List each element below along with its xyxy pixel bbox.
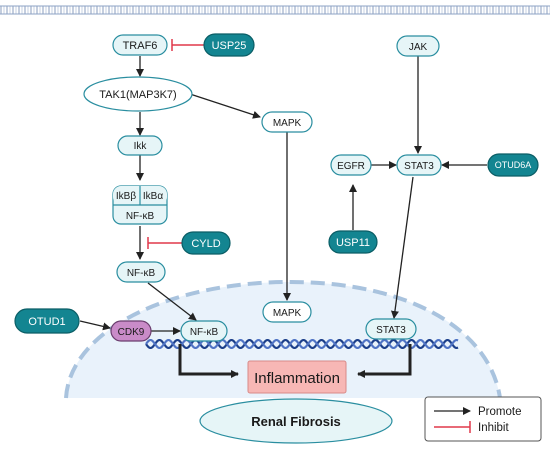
renal-fibrosis-label: Renal Fibrosis bbox=[251, 414, 341, 429]
otud1-node[interactable]: OTUD1 bbox=[14, 308, 80, 334]
egfr-node[interactable]: EGFR bbox=[330, 154, 372, 176]
edge-dna-inflammation-left bbox=[178, 344, 239, 378]
renal-fibrosis-node[interactable]: Renal Fibrosis bbox=[199, 398, 393, 444]
legend: Promote Inhibit bbox=[424, 396, 542, 442]
tak1-node[interactable]: TAK1(MAP3K7) bbox=[83, 76, 193, 112]
edge-otud1-cdk9 bbox=[79, 320, 111, 331]
stat3-nucleus-node[interactable]: STAT3 bbox=[365, 318, 417, 340]
traf6-node[interactable]: TRAF6 bbox=[112, 34, 168, 56]
nfkb-2-node[interactable]: NF-κB bbox=[116, 261, 166, 283]
nfkb-3-label: NF-κB bbox=[190, 327, 219, 338]
edges bbox=[79, 56, 487, 378]
mapk-nucleus-label: MAPK bbox=[273, 308, 302, 319]
legend-promote-label: Promote bbox=[478, 406, 521, 418]
otud6a-label: OTUD6A bbox=[495, 160, 532, 170]
ikb-complex[interactable]: IkBβ IkBα NF-κB bbox=[112, 185, 168, 225]
legend-inhibit-label: Inhibit bbox=[478, 422, 509, 434]
edge-tak1-mapk bbox=[189, 93, 261, 119]
edge-nfkb2-nfkb3 bbox=[147, 282, 197, 321]
tak1-label: TAK1(MAP3K7) bbox=[99, 89, 176, 101]
nfkb-1-label: NF-κB bbox=[126, 211, 155, 222]
traf6-label: TRAF6 bbox=[123, 40, 158, 52]
cell-membrane bbox=[0, 6, 550, 14]
jak-label: JAK bbox=[409, 42, 428, 53]
otud1-label: OTUD1 bbox=[28, 316, 65, 328]
jak-node[interactable]: JAK bbox=[396, 35, 440, 57]
inflammation-label: Inflammation bbox=[254, 370, 340, 387]
ikba-label: IkBα bbox=[143, 191, 163, 202]
cdk9-node[interactable]: CDK9 bbox=[110, 320, 152, 342]
ikbb-label: IkBβ bbox=[116, 191, 136, 202]
stat3-nucleus-label: STAT3 bbox=[376, 325, 406, 336]
stat3-top-node[interactable]: STAT3 bbox=[396, 154, 442, 176]
mapk-top-label: MAPK bbox=[273, 118, 302, 129]
stat3-top-label: STAT3 bbox=[404, 161, 434, 172]
egfr-label: EGFR bbox=[337, 161, 365, 172]
ikk-node[interactable]: Ikk bbox=[117, 135, 163, 156]
cyld-node[interactable]: CYLD bbox=[181, 231, 231, 255]
inflammation-node[interactable]: Inflammation bbox=[247, 360, 347, 394]
cdk9-label: CDK9 bbox=[118, 327, 145, 338]
mapk-nucleus-node[interactable]: MAPK bbox=[262, 301, 312, 323]
otud6a-node[interactable]: OTUD6A bbox=[487, 153, 539, 177]
edge-dna-inflammation-right bbox=[357, 344, 412, 378]
usp25-node[interactable]: USP25 bbox=[203, 33, 255, 57]
inhibition-edges bbox=[147, 39, 204, 249]
ikk-label: Ikk bbox=[134, 141, 148, 152]
usp11-label: USP11 bbox=[336, 237, 370, 249]
edge-stat3-nucleus bbox=[390, 176, 414, 319]
usp25-label: USP25 bbox=[212, 40, 247, 52]
nfkb-3-node[interactable]: NF-κB bbox=[180, 320, 228, 342]
usp11-node[interactable]: USP11 bbox=[328, 230, 378, 254]
mapk-top-node[interactable]: MAPK bbox=[261, 111, 313, 133]
nfkb-2-label: NF-κB bbox=[127, 268, 156, 279]
cyld-label: CYLD bbox=[191, 238, 220, 250]
